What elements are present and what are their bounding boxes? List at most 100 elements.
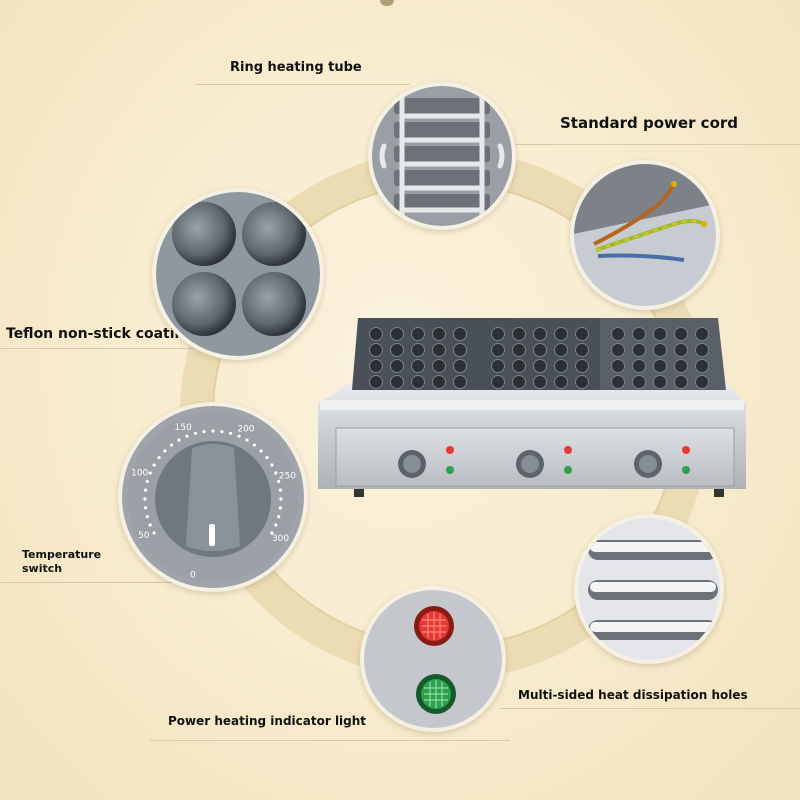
- mold-hole: [369, 327, 383, 341]
- mold-hole: [653, 327, 667, 341]
- underline-indicator-light: [150, 740, 510, 741]
- mold-hole: [390, 375, 404, 389]
- indicator-lights-illustration: [364, 590, 502, 728]
- callout-indicator-lights: [360, 586, 506, 732]
- callout-power-cord: [570, 160, 720, 310]
- mold-hole: [432, 359, 446, 373]
- mold-hole: [674, 359, 688, 373]
- label-teflon-coating: Teflon non-stick coating: [6, 326, 195, 342]
- mold-hole: [369, 359, 383, 373]
- mold-hole: [674, 327, 688, 341]
- dial-scale-label: 0: [190, 570, 196, 580]
- mold-hole: [512, 327, 526, 341]
- mold-hole: [611, 375, 625, 389]
- underline-teflon-coating: [0, 348, 210, 349]
- label-indicator-light: Power heating indicator light: [168, 714, 367, 728]
- dial-dot: [270, 463, 274, 467]
- mold-hole: [491, 375, 505, 389]
- mold-hole: [674, 343, 688, 357]
- mold-hole: [453, 343, 467, 357]
- dial-dot: [143, 506, 148, 510]
- mold-hole: [695, 343, 709, 357]
- dial-dot: [148, 523, 152, 527]
- label-temperature-switch-line1: Temperature: [22, 548, 102, 561]
- mold-hole: [554, 375, 568, 389]
- mold-hole: [512, 375, 526, 389]
- dial-dot: [148, 471, 152, 475]
- dial-dot: [270, 531, 274, 535]
- mold-hole: [575, 327, 589, 341]
- mold-hole: [453, 327, 467, 341]
- mold-hole: [695, 375, 709, 389]
- mold-hole: [390, 359, 404, 373]
- callout-teflon-coating: [152, 188, 324, 360]
- underline-temperature-switch: [0, 582, 215, 583]
- mold-hole: [453, 375, 467, 389]
- dial-dot: [220, 429, 224, 434]
- dial-dot: [163, 449, 167, 453]
- dial-scale-label: 200: [237, 424, 254, 434]
- mold-hole: [432, 327, 446, 341]
- label-temperature-switch-line2: switch: [22, 562, 63, 575]
- label-standard-power-cord: Standard power cord: [560, 114, 739, 132]
- mold-hole: [533, 343, 547, 357]
- dial-dot: [211, 429, 215, 433]
- mold-hole: [533, 327, 547, 341]
- takoyaki-machine: [318, 304, 758, 504]
- dial-dot: [277, 514, 281, 519]
- mold-hole: [453, 359, 467, 373]
- dial-dot: [279, 497, 283, 501]
- underline-standard-power-cord: [500, 144, 800, 145]
- dial-dot: [228, 431, 233, 435]
- mold-hole: [632, 375, 646, 389]
- mold-hole: [632, 359, 646, 373]
- dial-scale-label: 250: [279, 472, 296, 482]
- dial-dot: [143, 488, 148, 492]
- mold-hole: [432, 343, 446, 357]
- mold-hole: [653, 359, 667, 373]
- dial-scale-label: 150: [175, 423, 192, 433]
- mold-hole: [390, 327, 404, 341]
- mold-hole: [411, 327, 425, 341]
- dial-dot: [193, 431, 198, 435]
- top-notch: [380, 0, 394, 6]
- label-ring-heating-tube: Ring heating tube: [230, 60, 362, 75]
- mold-hole: [575, 359, 589, 373]
- mold-hole: [632, 343, 646, 357]
- dial-dot: [245, 438, 249, 442]
- mold-hole: [575, 375, 589, 389]
- mold-hole: [512, 343, 526, 357]
- dial-dot: [152, 531, 156, 535]
- mold-hole: [674, 375, 688, 389]
- mold-hole: [432, 375, 446, 389]
- dial-dot: [277, 479, 281, 484]
- mold-hole: [611, 327, 625, 341]
- underline-heat-dissipation: [500, 708, 800, 709]
- dial-dot: [265, 456, 269, 460]
- control-panel: [398, 446, 690, 478]
- dial-dot: [278, 506, 283, 510]
- callout-heating-tube: [368, 82, 516, 230]
- mold-hole: [411, 359, 425, 373]
- mold-hole: [575, 343, 589, 357]
- mold-hole: [554, 359, 568, 373]
- mold-hole: [491, 327, 505, 341]
- mold-hole: [491, 343, 505, 357]
- dial-dot: [237, 434, 241, 438]
- mold-hole: [390, 343, 404, 357]
- mold-hole: [411, 343, 425, 357]
- mold-hole: [695, 327, 709, 341]
- mold-hole: [695, 359, 709, 373]
- dial-dot: [274, 471, 278, 475]
- label-temperature-switch: Temperature switch: [22, 548, 101, 576]
- mold-hole: [554, 343, 568, 357]
- callout-heat-dissipation: [574, 514, 724, 664]
- mold-hole: [369, 375, 383, 389]
- mold-hole: [554, 327, 568, 341]
- dial-scale-label: 300: [272, 534, 289, 544]
- underline-ring-heating-tube: [195, 84, 410, 85]
- mold-hole: [411, 375, 425, 389]
